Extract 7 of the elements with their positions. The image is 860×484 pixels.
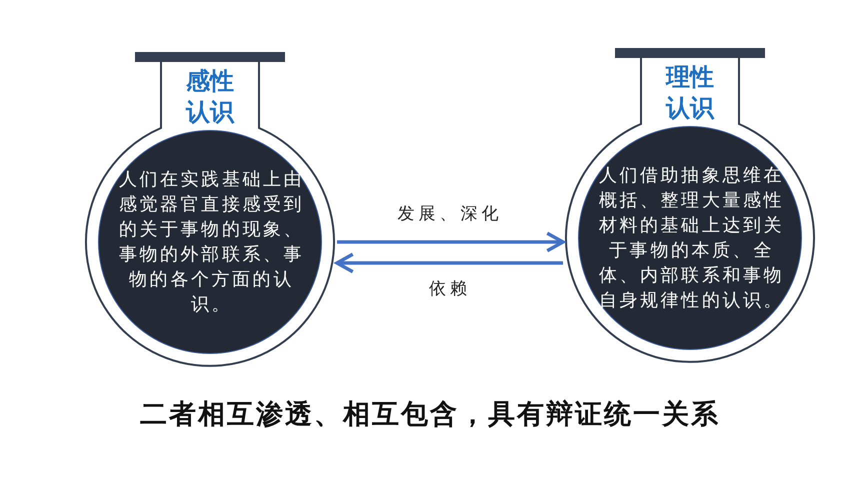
caption: 二者相互渗透、相互包含，具有辩证统一关系 (139, 398, 721, 432)
flask-title: 感性认识 (184, 66, 236, 128)
description-text: 人们在实践基础上由感觉器官直接感受到的关于事物的现象、事物的外部联系、事物的各个方面的认识。 (118, 168, 306, 317)
arrow (337, 232, 565, 252)
arrow (335, 252, 563, 274)
flask-title: 理性认识 (664, 62, 716, 124)
description-text: 人们借助抽象思维在概括、整理大量感性材料的基础上达到关于事物的本质、全体、内部联系和事物自身规律性的认识。 (598, 164, 786, 313)
